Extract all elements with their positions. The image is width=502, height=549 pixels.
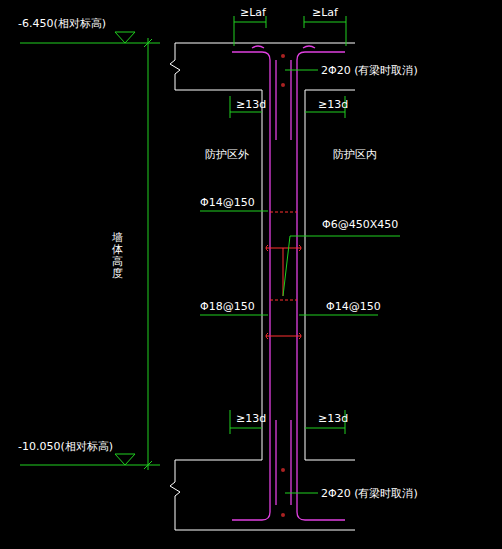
tie-label: Φ6@450X450 xyxy=(322,218,398,231)
rebar-label: Φ14@150 xyxy=(200,196,255,209)
elevation-label: -6.450(相对标高) xyxy=(18,17,106,30)
rebar-label: Φ18@150 xyxy=(200,300,255,313)
anchor-length-label: ≥Laf xyxy=(240,6,266,19)
dimension-label: ≥13d xyxy=(236,98,266,111)
dimension-label: ≥13d xyxy=(318,98,348,111)
anchor-length-label: ≥Laf xyxy=(312,6,338,19)
elevation-label: -10.050(相对标高) xyxy=(18,440,113,453)
rebar-note: 2Φ20 (有梁时取消) xyxy=(321,487,418,500)
dimension-label: ≥13d xyxy=(318,412,348,425)
rebar-note: 2Φ20 (有梁时取消) xyxy=(321,64,418,77)
height-label: 墙体高度 xyxy=(112,232,123,280)
rebar-label: Φ14@150 xyxy=(326,300,381,313)
zone-label: 防护区内 xyxy=(333,148,377,161)
dimension-label: ≥13d xyxy=(236,412,266,425)
zone-label: 防护区外 xyxy=(205,148,249,161)
